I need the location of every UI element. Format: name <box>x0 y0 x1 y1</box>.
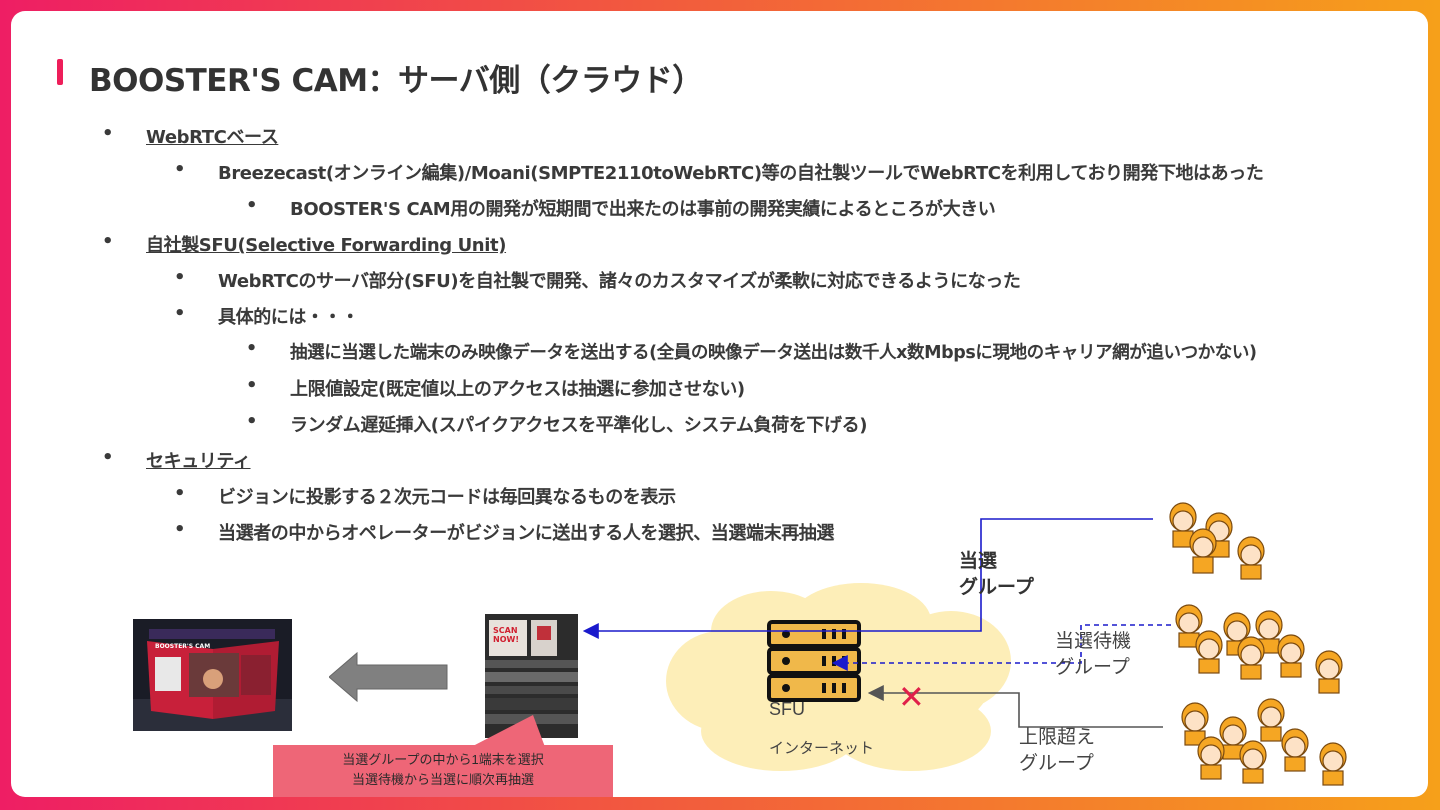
bullet-qr: ビジョンに投影する２次元コードは毎回異なるものを表示 <box>174 483 676 509</box>
over-limit-group-people-icon <box>1181 698 1347 786</box>
group-won-line-1: 当選 <box>959 551 998 572</box>
bullet-send-winners: 抽選に当選した端末のみ映像データを送出する(全員の映像データ送出は数千人x数Mb… <box>246 339 1257 364</box>
waiting-group-people-icon <box>1175 604 1343 694</box>
bullet-security: セキュリティ <box>102 447 251 473</box>
bullet-operator: 当選者の中からオペレーターがビジョンに送出する人を選択、当選端末再抽選 <box>174 519 834 545</box>
group-wait-label: 当選待機 グループ <box>1055 629 1131 681</box>
group-over-line-1: 上限超え <box>1019 727 1096 748</box>
bullet-dev-history: BOOSTER'S CAM用の開発が短期間で出来たのは事前の開発実績によるところ… <box>246 195 996 221</box>
internet-label: インターネット <box>769 740 875 757</box>
callout-line-1: 当選グループの中から1端末を選択 <box>342 752 544 767</box>
scan-now-text: SCAN NOW! <box>493 626 519 644</box>
bullet-sfu-custom: WebRTCのサーバ部分(SFU)を自社製で開発、諸々のカスタマイズが柔軟に対応… <box>174 267 1021 293</box>
bullet-sfu: 自社製SFU(Selective Forwarding Unit) <box>102 231 506 257</box>
bullet-limit: 上限値設定(既定値以上のアクセスは抽選に参加させない) <box>246 375 745 401</box>
group-over-line-2: グループ <box>1019 753 1094 774</box>
internet-cloud-icon <box>666 583 1011 771</box>
group-wait-line-1: 当選待機 <box>1055 631 1132 652</box>
group-wait-line-2: グループ <box>1055 657 1130 678</box>
callout-box: 当選グループの中から1端末を選択 当選待機から当選に順次再抽選 <box>273 745 613 797</box>
group-over-label: 上限超え グループ <box>1019 725 1095 777</box>
connection-lines <box>582 518 1171 728</box>
callout-pointer <box>471 715 545 747</box>
bullet-breezecast: Breezecast(オンライン編集)/Moani(SMPTE2110toWeb… <box>174 159 1264 185</box>
winner-group-people-icon <box>1169 502 1265 580</box>
group-won-line-2: グループ <box>959 577 1034 598</box>
grey-left-arrow-icon <box>329 651 448 703</box>
screen-title-text: BOOSTER'S CAM <box>155 643 211 650</box>
arena-screen-photo: BOOSTER'S CAM <box>133 619 292 731</box>
callout-line-2: 当選待機から当選に順次再抽選 <box>351 772 534 787</box>
slide: BOOSTER'S CAM：サーバ側（クラウド） WebRTCベース Breez… <box>11 11 1428 797</box>
title-accent-bar <box>57 59 63 85</box>
sfu-label: SFU <box>769 699 805 719</box>
bullet-webrtc: WebRTCベース <box>102 123 279 149</box>
slide-title: BOOSTER'S CAM：サーバ側（クラウド） <box>89 63 703 99</box>
bullet-random-delay: ランダム遅延挿入(スパイクアクセスを平準化し、システム負荷を下げる) <box>246 411 867 437</box>
bullet-specifically: 具体的には・・・ <box>174 303 359 329</box>
blocked-x-icon: ✕ <box>898 678 925 716</box>
group-won-label: 当選 グループ <box>959 549 1034 601</box>
